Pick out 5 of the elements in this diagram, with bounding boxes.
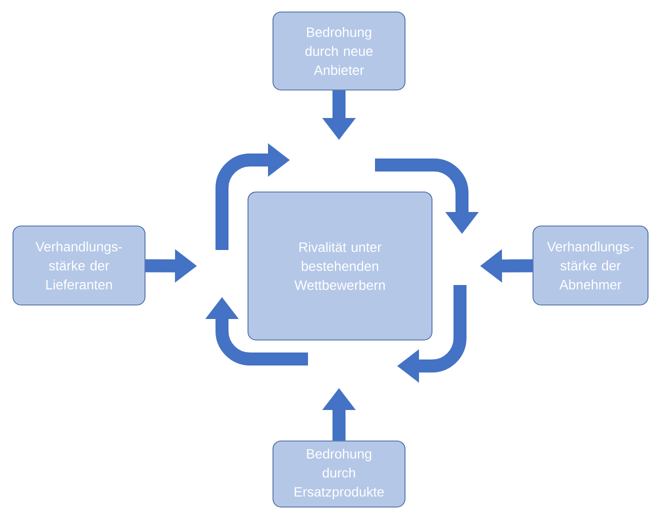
force-box: Bedrohung durch Ersatzprodukte [272, 440, 406, 508]
force-box: Bedrohung durch neue Anbieter [272, 12, 406, 90]
force-box: Verhandlungs- stärke der Abnehmer [532, 226, 648, 306]
force-box: Verhandlungs- stärke der Lieferanten [12, 226, 146, 306]
center-box: Rivalität unter bestehenden Wettbewerbern [248, 192, 432, 340]
